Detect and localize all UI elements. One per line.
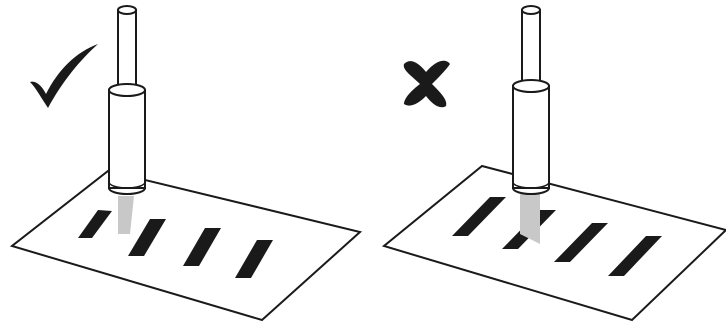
scan-beam (520, 194, 540, 244)
pen-body (512, 85, 550, 189)
cross-mark-icon (403, 60, 450, 108)
pen-thin-tip (117, 9, 137, 91)
scanner-pen (512, 5, 550, 195)
barcode-bar (78, 210, 112, 238)
barcode-bar (452, 197, 506, 236)
incorrect-panel (381, 5, 726, 322)
check-mark-icon (30, 44, 98, 108)
correct-panel (9, 5, 363, 322)
barcode-label (9, 169, 363, 322)
pen-thin-tip (521, 9, 541, 89)
barcode-bar (554, 223, 608, 262)
barcode-bar (608, 236, 662, 276)
barcode-bar (128, 219, 166, 256)
barcode-label (381, 164, 726, 322)
scanner-pen (108, 5, 146, 195)
pen-body (108, 89, 146, 189)
barcode-bars (78, 210, 273, 278)
scan-beam (118, 196, 134, 234)
barcode-bar (235, 240, 273, 278)
barcode-bar (183, 228, 221, 266)
